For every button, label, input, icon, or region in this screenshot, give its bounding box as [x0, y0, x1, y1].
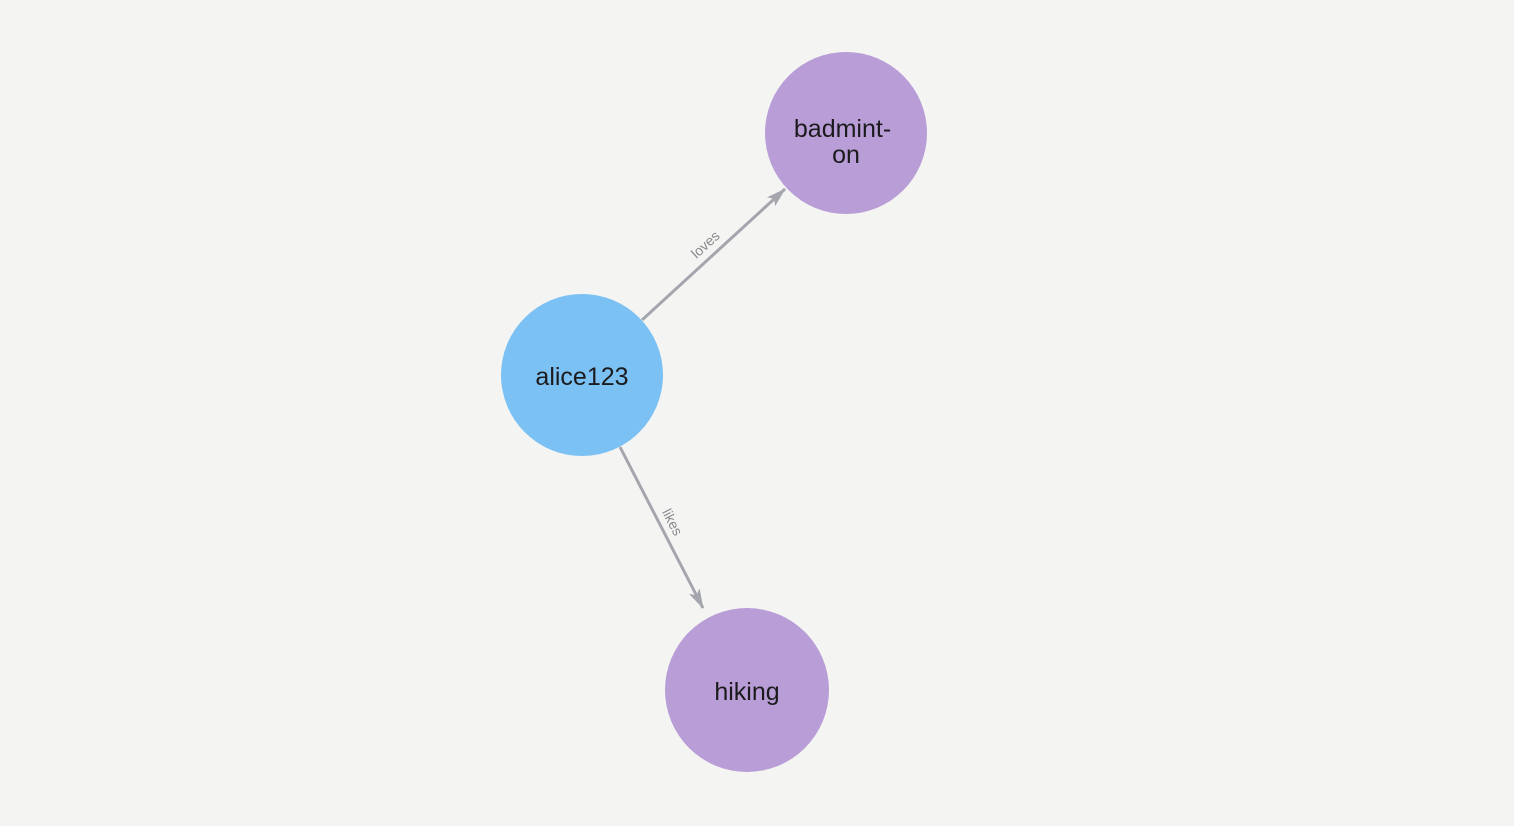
- node-alice123[interactable]: alice123: [501, 294, 663, 456]
- edge-likes: likes: [618, 446, 705, 609]
- edge-label-loves: loves: [688, 227, 723, 261]
- node-label-badminton: badmint- on: [794, 115, 898, 169]
- node-label-badminton-line1: badmint-: [794, 115, 891, 143]
- node-circle-alice123[interactable]: [501, 294, 663, 456]
- node-badminton[interactable]: badmint- on: [765, 52, 927, 214]
- node-circle-badminton[interactable]: [765, 52, 927, 214]
- node-label-badminton-line2: on: [832, 141, 860, 169]
- node-label-hiking: hiking: [714, 678, 779, 706]
- node-circle-hiking[interactable]: [665, 608, 829, 772]
- edge-loves: loves: [640, 187, 787, 322]
- edge-line-loves[interactable]: [640, 187, 787, 322]
- node-hiking[interactable]: hiking: [665, 608, 829, 772]
- edge-line-likes[interactable]: [618, 446, 705, 609]
- node-label-alice123: alice123: [535, 363, 628, 391]
